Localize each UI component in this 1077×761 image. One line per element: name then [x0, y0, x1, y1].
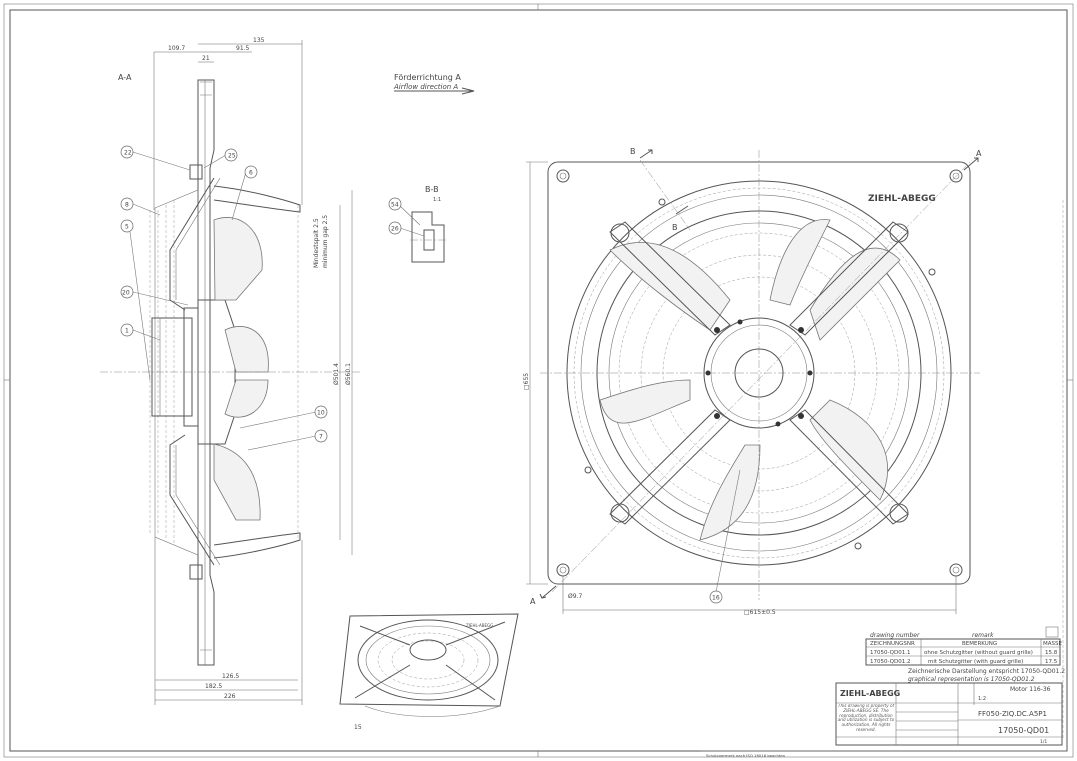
svg-text:MASSE: MASSE — [1043, 641, 1062, 647]
variants-table: drawing number remark ZEICHNUNGSNR BEMER… — [865, 626, 1065, 683]
table-row-1-mass: 15.8 — [1045, 650, 1058, 656]
diameter-501: Ø501.4 — [333, 363, 340, 385]
dim-square-655: □655 — [523, 373, 530, 390]
section-aa-view: A-A 109 — [100, 37, 360, 705]
section-markers: A A B B — [530, 147, 982, 606]
title-block: ZIEHL-ABEGG Motor 116-36 1:2 FF050-ZIQ.D… — [835, 682, 1063, 746]
svg-text:25: 25 — [228, 153, 236, 160]
svg-text:26: 26 — [391, 226, 399, 233]
title-drawing-no: 17050-QD01 — [998, 726, 1049, 735]
table-row-1-remark: ohne Schutzgitter (without guard grille) — [924, 650, 1033, 656]
dim-square-615: □615±0.5 — [744, 609, 776, 616]
svg-text:20: 20 — [122, 290, 130, 297]
motor-body — [151, 317, 193, 417]
inlet-nozzle-top — [213, 185, 301, 213]
svg-text:226: 226 — [224, 693, 236, 700]
svg-text:1: 1 — [125, 328, 129, 335]
svg-text:ZIEHL-ABEGG: ZIEHL-ABEGG — [466, 623, 493, 628]
svg-text:16: 16 — [712, 595, 720, 602]
svg-text:BEMERKUNG: BEMERKUNG — [962, 641, 997, 647]
dim-hole: Ø9.7 — [568, 593, 582, 600]
airflow-en: Airflow direction A — [393, 83, 458, 91]
svg-text:B: B — [630, 147, 636, 156]
title-scale: 1:2 — [978, 696, 986, 702]
table-note-en: graphical representation is 17050-QD01.2 — [908, 676, 1035, 683]
title-motor: Motor 116-36 — [1010, 686, 1051, 693]
table-note-de: Zeichnerische Darstellung entspricht 170… — [908, 668, 1065, 675]
inlet-nozzle-bottom — [213, 532, 301, 559]
airflow-de: Förderrichtung A — [394, 73, 461, 82]
isometric-view: ZIEHL-ABEGG 15 — [339, 613, 519, 731]
table-row-2-num: 17050-QD01.2 — [870, 659, 911, 665]
table-row-1-num: 17050-QD01.1 — [870, 650, 911, 656]
svg-text:10: 10 — [317, 410, 325, 417]
svg-text:7: 7 — [319, 434, 323, 441]
title-product: FF050-ZIQ.DC.A5P1 — [978, 710, 1047, 718]
mounting-plate — [197, 79, 215, 666]
section-bb-scale: 1:1 — [433, 197, 441, 203]
svg-text:135: 135 — [253, 37, 265, 44]
blade-side-bottom — [213, 443, 261, 521]
svg-text:drawing number: drawing number — [870, 632, 920, 639]
svg-text:8: 8 — [125, 202, 129, 209]
section-bb-detail: B-B 1:1 54 26 — [388, 185, 446, 263]
svg-text:A: A — [976, 149, 982, 158]
title-property-note: This drawing is property of ZIEHL-ABEGG … — [837, 704, 895, 732]
support-arms — [609, 221, 909, 525]
svg-text:6: 6 — [249, 170, 253, 177]
svg-text:22: 22 — [124, 150, 132, 157]
inner-border — [9, 9, 1068, 752]
title-sheet: 1/1 — [1040, 739, 1047, 745]
diameter-560: Ø560.1 — [345, 363, 352, 385]
bolt-top — [189, 164, 203, 180]
bolt-bottom — [189, 564, 203, 580]
blade-side-top — [213, 217, 263, 301]
svg-text:15: 15 — [354, 724, 362, 731]
front-view: ZIEHL-ABEGG A A B B □655 □615±0.5 Ø9.7 1… — [523, 147, 982, 616]
svg-text:A: A — [530, 597, 536, 606]
svg-text:21: 21 — [202, 55, 210, 62]
title-company: ZIEHL-ABEGG — [840, 689, 900, 698]
svg-text:54: 54 — [391, 202, 399, 209]
svg-text:109.7: 109.7 — [168, 45, 185, 52]
impeller-blades — [599, 219, 901, 541]
table-row-2-remark: mit Schutzgitter (with guard grille) — [928, 659, 1023, 665]
guard-grille — [154, 189, 199, 556]
svg-text:91.5: 91.5 — [236, 45, 250, 52]
svg-text:B: B — [672, 223, 678, 232]
gap-note-de: Mindestspalt 2.5 — [313, 218, 320, 268]
airflow-direction: Förderrichtung A Airflow direction A — [393, 73, 475, 95]
svg-text:126.5: 126.5 — [222, 673, 239, 680]
motor-hub — [703, 317, 815, 429]
footer-note: Schutzvermerk nach ISO 16016 beachten — [706, 753, 786, 758]
callouts-side: 22 25 6 8 5 20 1 10 7 — [120, 145, 328, 451]
svg-text:182.5: 182.5 — [205, 683, 222, 690]
section-aa-label: A-A — [118, 73, 132, 82]
table-row-2-mass: 17.5 — [1045, 659, 1058, 665]
svg-text:remark: remark — [972, 632, 994, 639]
svg-text:ZEICHNUNGSNR: ZEICHNUNGSNR — [870, 641, 915, 647]
section-bb-label: B-B — [425, 185, 439, 194]
outer-border — [3, 3, 1074, 758]
gap-note-en: minimum gap 2.5 — [322, 215, 329, 268]
brand-logo: ZIEHL-ABEGG — [868, 194, 936, 204]
svg-text:5: 5 — [125, 224, 129, 231]
